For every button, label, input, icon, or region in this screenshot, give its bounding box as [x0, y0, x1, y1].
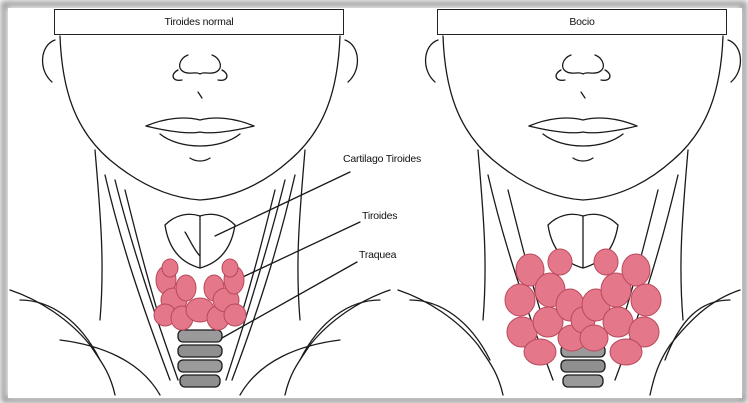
panel-title-goiter: Bocio [437, 9, 727, 35]
right-trachea [561, 345, 605, 387]
panel-title-normal: Tiroides normal [54, 9, 344, 35]
label-thyroid-cartilage: Cartilago Tiroides [343, 153, 421, 165]
label-thyroid: Tiroides [362, 210, 397, 222]
label-trachea: Traquea [359, 249, 396, 261]
